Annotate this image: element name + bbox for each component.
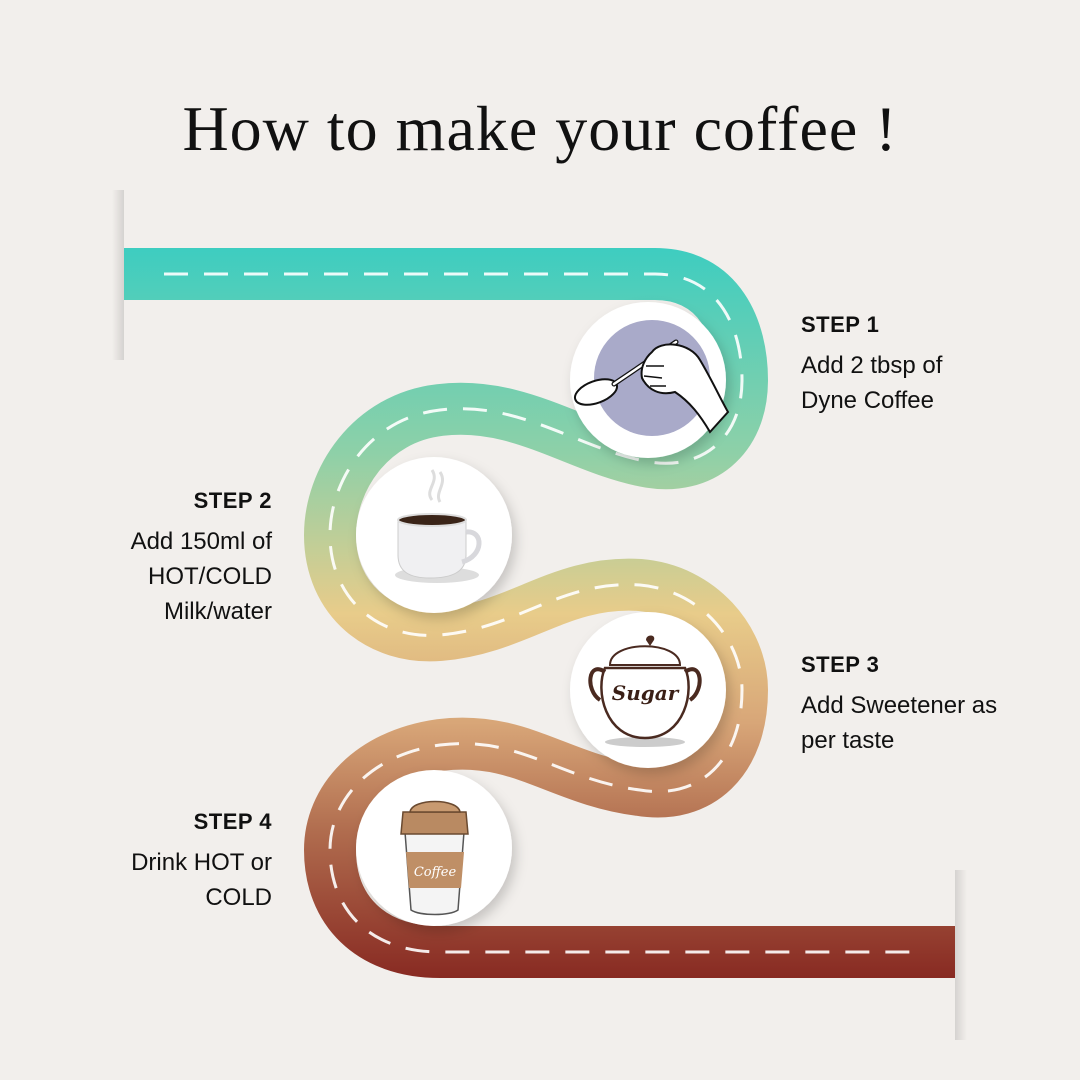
page-title: How to make your coffee !: [182, 93, 898, 164]
left-shadow: [112, 190, 124, 360]
step-4: STEP 4 Drink HOT or COLD: [131, 809, 272, 915]
sugar-label: Sugar: [612, 681, 680, 705]
takeaway-cup-icon: Coffee: [356, 770, 512, 926]
step-2-heading: STEP 2: [193, 488, 272, 513]
step-2: STEP 2 Add 150ml of HOT/COLD Milk/water: [131, 488, 272, 629]
coffee-label: Coffee: [414, 865, 457, 880]
right-shadow: [955, 870, 967, 1040]
step-3-heading: STEP 3: [801, 652, 880, 677]
step-1: STEP 1 Add 2 tbsp of Dyne Coffee: [801, 312, 942, 418]
step-3: STEP 3 Add Sweetener as per taste: [801, 652, 997, 758]
coffee-cup-icon: [356, 457, 512, 613]
step-2-text: Add 150ml of HOT/COLD Milk/water: [130, 528, 272, 625]
step-4-text: Drink HOT or COLD: [131, 849, 272, 911]
step-1-heading: STEP 1: [801, 312, 880, 337]
road-center-dashes: [164, 272, 920, 954]
sugar-bowl-icon: Sugar: [570, 612, 726, 768]
spoon-hand-icon: [570, 302, 730, 458]
step-4-heading: STEP 4: [193, 809, 272, 834]
step-3-text: Add Sweetener as per taste: [801, 692, 998, 754]
step-1-text: Add 2 tbsp of Dyne Coffee: [801, 352, 943, 414]
